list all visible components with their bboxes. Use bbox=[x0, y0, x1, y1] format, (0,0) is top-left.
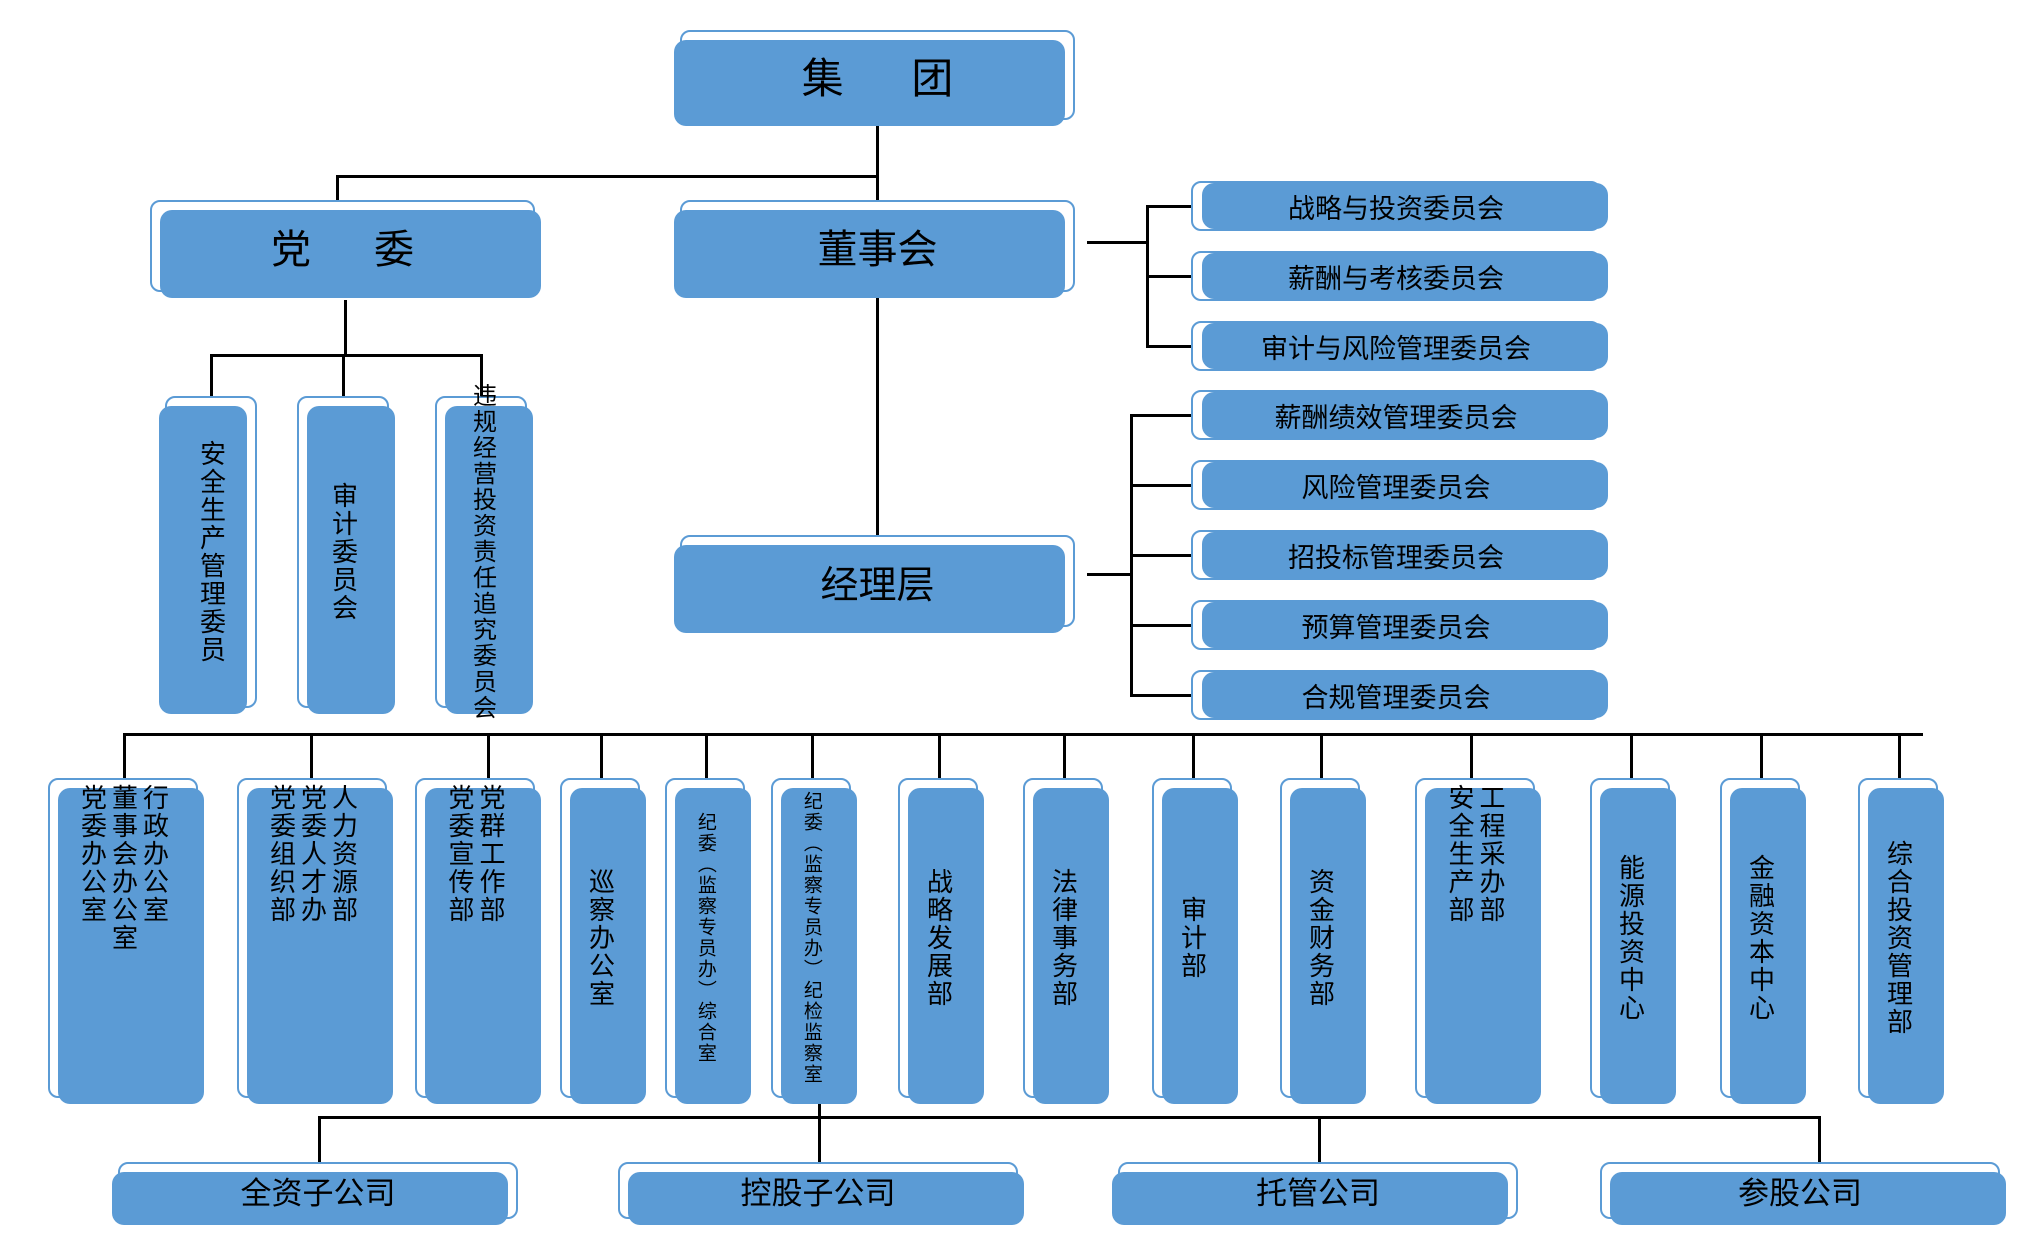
connector-board-committee-1 bbox=[1146, 205, 1191, 208]
connector-dept-10 bbox=[1320, 733, 1323, 778]
connector-board-committee-3 bbox=[1146, 345, 1191, 348]
connector-board-committee-2 bbox=[1146, 275, 1191, 278]
node-subsidiary-entrusted[interactable]: 托管公司 bbox=[1112, 1162, 1518, 1225]
connector-sub-2 bbox=[818, 1116, 821, 1162]
connector-dept-5 bbox=[705, 733, 708, 778]
node-dept-engineering-procurement-safety[interactable]: 工程采办部 安全生产部 bbox=[1415, 778, 1541, 1104]
node-dept-party-mass-work-publicity[interactable]: 党群工作部 党委宣传部 bbox=[415, 778, 541, 1104]
party-unit-label: 审计委员会 bbox=[328, 482, 359, 622]
node-mgmt-committee-risk[interactable]: 风险管理委员会 bbox=[1191, 460, 1608, 510]
connector-management-committee-5 bbox=[1130, 694, 1191, 697]
dept-line: 安全生产部 bbox=[1445, 784, 1475, 924]
connector-sub-4 bbox=[1818, 1116, 1821, 1162]
dept-line: 综合投资管理部 bbox=[1883, 840, 1914, 1036]
dept-line: 董事会办公室 bbox=[108, 784, 139, 952]
connector-sub-1 bbox=[318, 1116, 321, 1162]
connector-subsidiary-bus bbox=[318, 1116, 1818, 1119]
connector-management-committee-4 bbox=[1130, 624, 1191, 627]
connector-dept-6 bbox=[811, 733, 814, 778]
connector-dept-8 bbox=[1063, 733, 1066, 778]
node-party-unit-audit[interactable]: 审计委员会 bbox=[297, 396, 395, 714]
node-party-committee[interactable]: 党 委 bbox=[150, 200, 541, 298]
connector-sub-3 bbox=[1318, 1116, 1321, 1162]
connector-dept-11 bbox=[1470, 733, 1473, 778]
dept-line: 资金财务部 bbox=[1305, 868, 1336, 1008]
node-party-unit-safety[interactable]: 安全生产管理委员 bbox=[159, 396, 257, 714]
node-dept-strategy-development[interactable]: 战略发展部 bbox=[898, 778, 984, 1104]
dept-line: 审计部 bbox=[1177, 896, 1208, 980]
party-unit-label: 违规经营投资责任追究委员会 bbox=[468, 383, 496, 721]
dept-line: 巡察办公室 bbox=[585, 868, 616, 1008]
connector-management-committee-1 bbox=[1130, 414, 1191, 417]
node-mgmt-committee-compliance[interactable]: 合规管理委员会 bbox=[1191, 670, 1608, 720]
dept-line: 金融资本中心 bbox=[1745, 854, 1776, 1022]
node-party-unit-accountability[interactable]: 违规经营投资责任追究委员会 bbox=[435, 383, 533, 721]
node-dept-funds-finance[interactable]: 资金财务部 bbox=[1280, 778, 1366, 1104]
connector-dept-1 bbox=[123, 733, 126, 778]
dept-line: 工程采办部 bbox=[1476, 784, 1507, 924]
connector-board-to-management bbox=[876, 290, 879, 535]
node-dept-inspection-office[interactable]: 巡察办公室 bbox=[560, 778, 646, 1104]
connector-dept-3 bbox=[487, 733, 490, 778]
dept-line: 纪委（监察专员办）纪检监察室 bbox=[800, 791, 822, 1085]
node-board-committee-compensation-appraisal[interactable]: 薪酬与考核委员会 bbox=[1191, 251, 1608, 301]
node-management-layer[interactable]: 经理层 bbox=[674, 535, 1075, 633]
dept-line: 行政办公室 bbox=[139, 784, 170, 924]
connector-dept-13 bbox=[1760, 733, 1763, 778]
connector-sub-riser bbox=[818, 1090, 821, 1118]
node-mgmt-committee-bidding[interactable]: 招投标管理委员会 bbox=[1191, 530, 1608, 580]
connector-management-committee-3 bbox=[1130, 554, 1191, 557]
connector-dept-2 bbox=[310, 733, 313, 778]
connector-board-stub bbox=[1087, 241, 1149, 244]
node-mgmt-committee-budget[interactable]: 预算管理委员会 bbox=[1191, 600, 1608, 650]
dept-line: 纪委（监察专员办）综合室 bbox=[694, 812, 716, 1064]
connector-dept-7 bbox=[938, 733, 941, 778]
node-dept-discipline-supervision-office[interactable]: 纪委（监察专员办）纪检监察室 bbox=[771, 778, 857, 1104]
connector-party-unit-1 bbox=[210, 354, 213, 396]
connector-management-committee-2 bbox=[1130, 484, 1191, 487]
party-unit-label: 安全生产管理委员 bbox=[196, 440, 227, 664]
connector-party-drop bbox=[336, 175, 339, 203]
dept-line: 党委宣传部 bbox=[445, 784, 475, 924]
connector-board-drop bbox=[876, 175, 879, 203]
node-board-of-directors[interactable]: 董事会 bbox=[674, 200, 1075, 298]
node-group[interactable]: 集 团 bbox=[674, 30, 1075, 126]
connector-management-stub bbox=[1087, 573, 1132, 576]
node-dept-energy-investment-center[interactable]: 能源投资中心 bbox=[1590, 778, 1676, 1104]
node-dept-hr-talent-organization[interactable]: 人力资源部 党委人才办 党委组织部 bbox=[237, 778, 393, 1104]
connector-party-down bbox=[344, 300, 347, 356]
node-dept-financial-capital-center[interactable]: 金融资本中心 bbox=[1720, 778, 1806, 1104]
dept-line: 党委组织部 bbox=[266, 784, 297, 924]
dept-line: 法律事务部 bbox=[1048, 868, 1079, 1008]
node-dept-audit[interactable]: 审计部 bbox=[1152, 778, 1238, 1104]
node-board-committee-audit-risk[interactable]: 审计与风险管理委员会 bbox=[1191, 321, 1608, 371]
connector-dept-4 bbox=[600, 733, 603, 778]
connector-party-unit-3 bbox=[480, 354, 483, 396]
connector-party-unit-2 bbox=[342, 354, 345, 396]
connector-dept-14 bbox=[1898, 733, 1901, 778]
dept-line: 能源投资中心 bbox=[1615, 854, 1646, 1022]
connector-dept-9 bbox=[1192, 733, 1195, 778]
node-dept-admin-board-party-offices[interactable]: 行政办公室 董事会办公室 党委办公室 bbox=[48, 778, 204, 1104]
node-dept-comprehensive-investment-management[interactable]: 综合投资管理部 bbox=[1858, 778, 1944, 1104]
node-subsidiary-wholly-owned[interactable]: 全资子公司 bbox=[112, 1162, 518, 1225]
dept-line: 党委人才办 bbox=[297, 784, 328, 924]
dept-line: 党委办公室 bbox=[77, 784, 108, 924]
node-board-committee-strategy-investment[interactable]: 战略与投资委员会 bbox=[1191, 181, 1608, 231]
connector-group-down bbox=[876, 120, 879, 177]
node-dept-discipline-general-office[interactable]: 纪委（监察专员办）综合室 bbox=[665, 778, 751, 1104]
dept-line: 党群工作部 bbox=[476, 784, 507, 924]
connector-group-horizontal bbox=[336, 175, 879, 178]
node-subsidiary-equity-participation[interactable]: 参股公司 bbox=[1600, 1162, 2006, 1225]
dept-line: 人力资源部 bbox=[328, 784, 359, 924]
connector-party-bus bbox=[210, 354, 482, 357]
node-mgmt-committee-compensation-performance[interactable]: 薪酬绩效管理委员会 bbox=[1191, 390, 1608, 440]
dept-line: 战略发展部 bbox=[923, 868, 954, 1008]
connector-department-bus bbox=[123, 733, 1923, 736]
connector-dept-12 bbox=[1630, 733, 1633, 778]
node-subsidiary-holding[interactable]: 控股子公司 bbox=[618, 1162, 1024, 1225]
node-dept-legal-affairs[interactable]: 法律事务部 bbox=[1023, 778, 1109, 1104]
